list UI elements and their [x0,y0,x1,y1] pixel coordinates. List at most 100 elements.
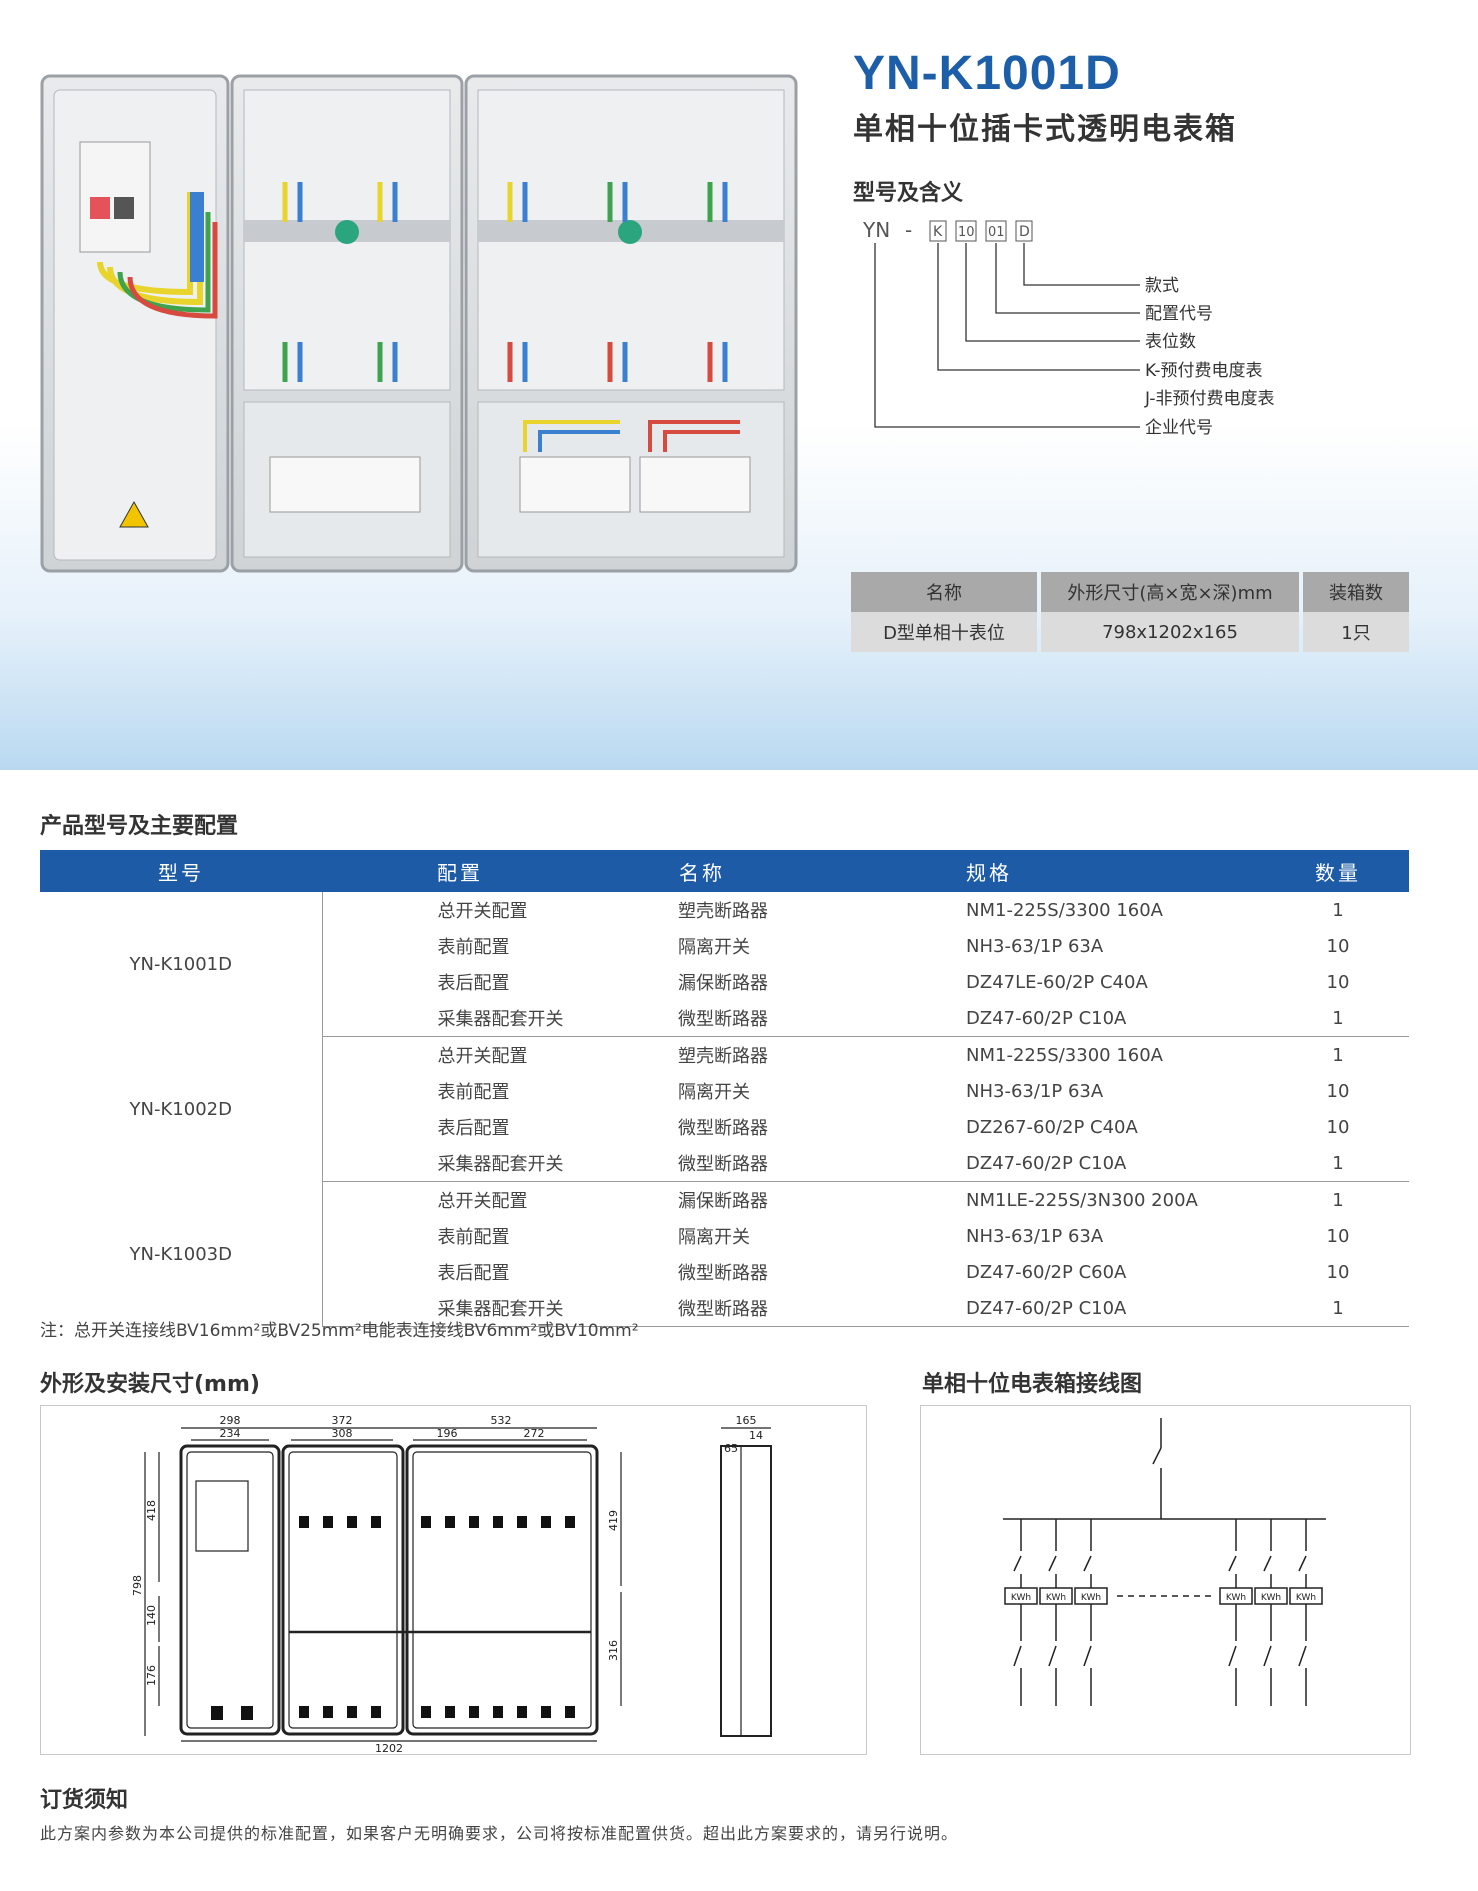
config-heading: 产品型号及主要配置 [40,814,239,839]
config-cell: 表后配置 [437,1118,510,1139]
dim-1202: 1202 [375,1742,403,1754]
dim-140: 140 [145,1605,158,1626]
qty-cell: 1 [1267,1290,1409,1327]
name-cell: 微型断路器 [678,1263,768,1284]
spec-cell-name: D型单相十表位 [851,612,1037,652]
dim-196: 196 [437,1427,458,1440]
header-model: 型号 [40,850,322,892]
dimension-drawing-panel: 298 234 372 308 532 196 272 1202 165 14 … [40,1405,867,1755]
table-row: 表后配置 微型断路器 DZ47-60/2P C60A 10 [40,1254,1409,1290]
meter-label: KWh [1081,1593,1101,1603]
meter-label: KWh [1261,1593,1281,1603]
product-name: 单相十位插卡式透明电表箱 [853,112,1237,147]
config-cell: 总开关配置 [437,1191,528,1212]
legend-config: 配置代号 [1145,304,1213,324]
dim-234: 234 [220,1427,241,1440]
meter-label: KWh [1046,1593,1066,1603]
qty-cell: 1 [1267,1000,1409,1037]
config-cell: 表前配置 [437,937,510,958]
dim-65: 65 [724,1442,738,1455]
dim-532: 532 [491,1414,512,1427]
product-photo [40,74,798,573]
config-cell: 表后配置 [437,973,510,994]
config-cell: 总开关配置 [437,1046,528,1067]
spec-cell: NH3-63/1P 63A [966,1225,1104,1247]
model-cell: YN-K1002D [40,1036,323,1182]
qty-cell: 10 [1326,1080,1350,1102]
order-text: 此方案内参数为本公司提供的标准配置，如果客户无明确要求，公司将按标准配置供货。超… [40,1824,959,1843]
dim-298: 298 [220,1414,241,1427]
dim-419: 419 [607,1510,620,1531]
dim-272: 272 [524,1427,545,1440]
dim-316: 316 [607,1640,620,1661]
model-cell: YN-K1001D [40,892,323,1037]
spec-cell: DZ267-60/2P C40A [966,1116,1138,1138]
spec-cell: NM1LE-225S/3N300 200A [966,1189,1198,1211]
config-cell: 表后配置 [437,1263,510,1284]
spec-cell: DZ47-60/2P C10A [965,1145,1267,1182]
dim-798: 798 [131,1575,144,1596]
wiring-diagram: KWh KWh KWh KWh KWh KWh [1003,1418,1326,1706]
name-cell: 微型断路器 [678,1118,768,1139]
spec-header-qty: 装箱数 [1303,572,1409,612]
spec-table: 名称 外形尺寸(高×宽×深)mm 装箱数 D型单相十表位 798x1202x16… [847,572,1413,652]
model-meaning-heading: 型号及含义 [853,181,964,206]
code-yn: YN [862,218,890,242]
config-cell: 采集器配套开关 [322,1145,678,1182]
legend-k: K-预付费电度表 [1145,361,1263,381]
name-cell: 微型断路器 [678,1000,965,1037]
dim-176: 176 [145,1665,158,1686]
code-d: D [1019,224,1030,240]
meter-label: KWh [1226,1593,1246,1603]
config-cell: 采集器配套开关 [322,1000,678,1037]
name-cell: 塑壳断路器 [678,901,768,922]
spec-header-name: 名称 [851,572,1037,612]
name-cell: 微型断路器 [678,1145,965,1182]
name-cell: 隔离开关 [678,1082,750,1103]
legend-style: 款式 [1145,276,1179,296]
name-cell: 漏保断路器 [678,973,768,994]
config-cell: 采集器配套开关 [322,1290,678,1327]
legend-j: J-非预付费电度表 [1144,389,1275,409]
meter-label: KWh [1011,1593,1031,1603]
qty-cell: 1 [1267,1145,1409,1182]
wiring-heading: 单相十位电表箱接线图 [922,1372,1143,1397]
wiring-diagram-panel: KWh KWh KWh KWh KWh KWh [920,1405,1411,1755]
qty-cell: 10 [1326,935,1350,957]
qty-cell: 1 [1332,899,1344,921]
header-spec: 规格 [965,850,1267,892]
dim-308: 308 [332,1427,353,1440]
header-config: 配置 [322,850,678,892]
table-row: YN-K1003D 总开关配置 漏保断路器 NM1LE-225S/3N300 200A… [40,1181,1409,1327]
product-model-title: YN-K1001D [853,47,1121,100]
name-cell: 漏保断路器 [678,1191,768,1212]
spec-cell: DZ47-60/2P C60A [966,1261,1127,1283]
qty-cell: 10 [1326,1116,1350,1138]
wiring-note: 注：总开关连接线BV16mm²或BV25mm²电能表连接线BV6mm²或BV10… [40,1321,639,1341]
spec-cell-qty: 1只 [1303,612,1409,652]
qty-cell: 1 [1332,1044,1344,1066]
spec-cell: NH3-63/1P 63A [966,1080,1104,1102]
name-cell: 隔离开关 [678,937,750,958]
legend-positions: 表位数 [1145,332,1196,352]
config-cell: 表前配置 [437,1227,510,1248]
spec-cell: DZ47-60/2P C10A [965,1290,1267,1327]
spec-header-size: 外形尺寸(高×宽×深)mm [1041,572,1299,612]
qty-cell: 10 [1326,1261,1350,1283]
dimension-drawing: 298 234 372 308 532 196 272 1202 165 14 … [131,1414,772,1755]
dim-372: 372 [332,1414,353,1427]
qty-cell: 1 [1332,1189,1344,1211]
model-cell: YN-K1003D [40,1181,323,1327]
name-cell: 隔离开关 [678,1227,750,1248]
code-dash: - [905,218,912,242]
config-cell: 总开关配置 [437,901,528,922]
